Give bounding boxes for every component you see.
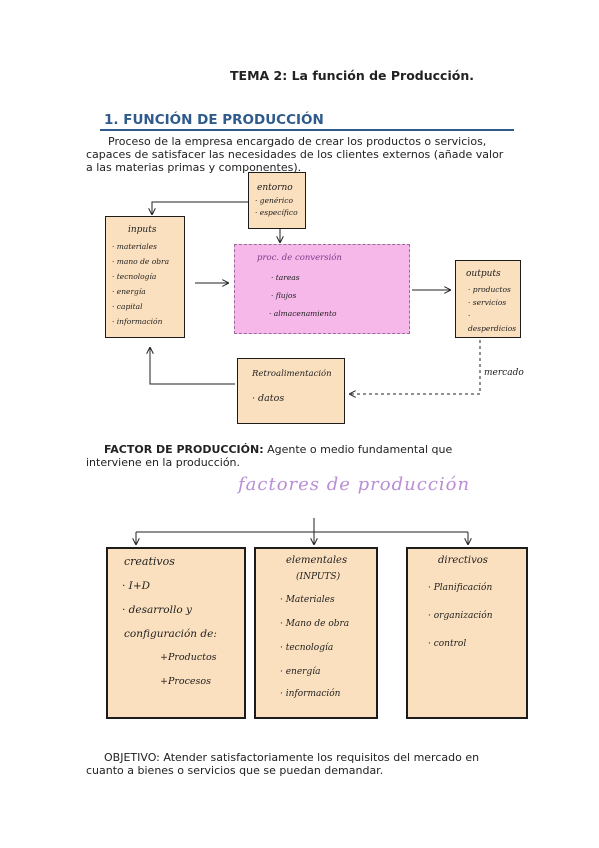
feedback-item: · datos xyxy=(252,393,285,404)
elementales-subtitle: (INPUTS) xyxy=(296,572,341,582)
outputs-item: · servicios xyxy=(468,298,507,307)
elementales-title: elementales xyxy=(286,555,348,566)
outputs-box: outputs · productos · servicios · desper… xyxy=(455,260,521,338)
factor-line-2: interviene en la producción. xyxy=(86,456,241,469)
heading-underline xyxy=(100,129,514,131)
document-title: TEMA 2: La función de Producción. xyxy=(230,68,474,83)
creativos-box: creativos · I+D · desarrollo y configura… xyxy=(106,547,246,719)
inputs-box: inputs · materiales · mano de obra · tec… xyxy=(105,216,185,338)
mercado-label: mercado xyxy=(484,368,524,378)
inputs-item: · información xyxy=(112,317,163,326)
process-title: proc. de conversión xyxy=(257,253,342,263)
directivos-item: · Planificación xyxy=(428,583,493,593)
entorno-item: · específico xyxy=(255,207,298,217)
entorno-box: entorno · genérico · específico xyxy=(248,172,306,229)
creativos-item: +Productos xyxy=(160,652,217,663)
feedback-box: Retroalimentación · datos xyxy=(237,358,345,424)
creativos-item: +Procesos xyxy=(160,676,212,687)
process-box: proc. de conversión · tareas · flujos · … xyxy=(234,244,410,334)
inputs-item: · mano de obra xyxy=(112,257,170,266)
elementales-item: · Mano de obra xyxy=(280,619,350,629)
inputs-item: · capital xyxy=(112,302,143,311)
factor-line-1: FACTOR DE PRODUCCIÓN: Agente o medio fun… xyxy=(104,443,452,457)
elementales-item: · Materiales xyxy=(280,595,335,605)
outputs-item: · desperdicios xyxy=(468,311,517,333)
process-item: · almacenamiento xyxy=(269,309,337,318)
feedback-title: Retroalimentación xyxy=(252,369,332,379)
outputs-title: outputs xyxy=(466,269,501,279)
factor-definition: Agente o medio fundamental que xyxy=(263,443,453,456)
inputs-item: · energía xyxy=(112,287,146,296)
factor-label: FACTOR DE PRODUCCIÓN: xyxy=(104,443,264,456)
creativos-item: · desarrollo y xyxy=(122,604,192,616)
process-item: · flujos xyxy=(271,291,297,300)
section-heading: 1. FUNCIÓN DE PRODUCCIÓN xyxy=(104,112,324,128)
objetivo-line-2: cuanto a bienes o servicios que se pueda… xyxy=(86,764,384,777)
directivos-item: · organización xyxy=(428,611,493,621)
elementales-item: · energía xyxy=(280,667,321,677)
inputs-title: inputs xyxy=(128,225,157,235)
inputs-item: · tecnología xyxy=(112,272,157,281)
factores-title: factores de producción xyxy=(238,474,471,495)
intro-line-2: capaces de satisfacer las necesidades de… xyxy=(86,148,504,161)
elementales-box: elementales (INPUTS) · Materiales · Mano… xyxy=(254,547,378,719)
elementales-item: · información xyxy=(280,689,341,699)
outputs-item: · productos xyxy=(468,285,511,294)
entorno-item: · genérico xyxy=(255,196,293,205)
creativos-item: · I+D xyxy=(122,580,151,592)
elementales-item: · tecnología xyxy=(280,643,334,653)
inputs-item: · materiales xyxy=(112,242,157,251)
creativos-title: creativos xyxy=(124,555,175,568)
entorno-title: entorno xyxy=(257,183,293,193)
directivos-box: directivos · Planificación · organizació… xyxy=(406,547,528,719)
directivos-item: · control xyxy=(428,639,467,649)
creativos-item: configuración de: xyxy=(124,628,217,640)
directivos-title: directivos xyxy=(438,555,488,566)
objetivo-line-1: OBJETIVO: Atender satisfactoriamente los… xyxy=(104,751,480,764)
intro-line-1: Proceso de la empresa encargado de crear… xyxy=(108,135,487,148)
process-item: · tareas xyxy=(271,273,300,282)
intro-line-3: a las materias primas y componentes). xyxy=(86,161,302,174)
